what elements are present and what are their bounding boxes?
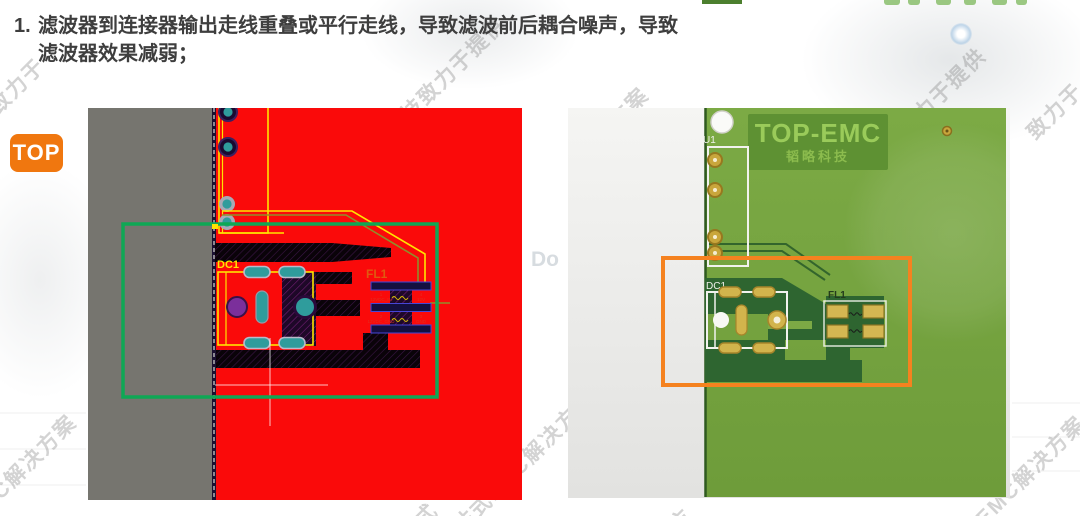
inductor-squiggle — [848, 312, 863, 316]
title-line1: 滤波器到连接器输出走线重叠或平行走线，导致滤波前后耦合噪声，导致 — [38, 15, 678, 37]
clipped-green-text — [884, 0, 900, 5]
connector-pads — [218, 108, 238, 230]
title-line2: 滤波器效果减弱； — [38, 43, 198, 65]
fl1-pads — [826, 304, 885, 339]
thin-traces — [707, 243, 831, 281]
fl1-pin-labels: 1 12VDC_IN 4 12V 2 12VDC_GND 3 GND — [367, 292, 426, 324]
map-pin-dot — [950, 23, 972, 45]
connector-outline — [218, 108, 284, 234]
dc1-label: DC1 — [706, 281, 726, 292]
dc1-pads — [713, 286, 787, 354]
clipped-green-text — [1016, 0, 1027, 5]
map-line — [1012, 402, 1080, 404]
svg-text:1: 1 — [380, 292, 383, 297]
clipped-green-text — [908, 0, 920, 5]
slide-title: 1. 滤波器到连接器输出走线重叠或平行走线，导致滤波前后耦合噪声，导致 滤波器效… — [14, 12, 678, 68]
svg-text:2: 2 — [380, 314, 383, 319]
logo-block: TOP-EMC 韬略科技 — [748, 114, 888, 170]
map-line — [0, 448, 86, 450]
watermark: 致力于 — [1022, 79, 1080, 145]
pcb-layout-image-left: DC1 1 12VDC_IN 4 12V 2 12VDC_GND 3 GND F… — [88, 108, 522, 500]
crosshair — [215, 338, 328, 426]
map-line — [1012, 470, 1080, 472]
dc1-component: DC1 — [706, 281, 788, 354]
clipped-green-element — [702, 0, 742, 4]
highlight-box-green — [121, 222, 439, 399]
logo-subtext: 韬略科技 — [786, 149, 850, 164]
dc1-label: DC1 — [217, 259, 239, 271]
board-sheen — [843, 123, 1010, 343]
dc1-pads — [226, 265, 317, 350]
logo-text: TOP-EMC — [755, 118, 881, 148]
map-line — [0, 484, 86, 486]
clipped-green-text — [992, 0, 1007, 5]
title-text: 滤波器到连接器输出走线重叠或平行走线，导致滤波前后耦合噪声，导致 滤波器效果减弱… — [38, 12, 678, 68]
clipped-green-text — [936, 0, 951, 5]
watermark: 解决方 — [629, 501, 699, 516]
svg-text:12V: 12V — [417, 297, 425, 302]
highlight-box-orange — [661, 256, 912, 387]
docin-watermark-fragment: Do — [531, 248, 559, 271]
svg-text:3: 3 — [420, 314, 423, 319]
watermark: EMC解决方案 — [0, 410, 82, 516]
svg-text:12VDC_GND: 12VDC_GND — [367, 319, 395, 324]
map-line — [1012, 436, 1080, 438]
fl1-component: 1 12VDC_IN 4 12V 2 12VDC_GND 3 GND FL1 — [366, 267, 432, 334]
origin-dot — [212, 224, 218, 229]
inductor-squiggle — [391, 296, 409, 300]
mounting-hole — [710, 110, 734, 134]
u1-label: U1 — [703, 135, 716, 146]
svg-text:12VDC_IN: 12VDC_IN — [370, 297, 392, 302]
black-traces — [215, 243, 420, 368]
top-badge[interactable]: TOP — [10, 134, 63, 172]
dc1-component: DC1 — [217, 259, 317, 350]
svg-text:4: 4 — [420, 292, 423, 297]
outside-board-gray — [88, 108, 216, 500]
clipped-green-text — [964, 0, 976, 5]
map-line — [0, 412, 86, 414]
yellow-trace — [222, 210, 426, 282]
signal-traces — [222, 210, 450, 304]
fl1-label: FL1 — [828, 290, 846, 301]
title-number: 1. — [14, 15, 31, 37]
trace-slot — [768, 321, 812, 329]
olive-trace — [222, 214, 419, 282]
svg-text:GND: GND — [416, 319, 427, 324]
inductor-squiggle — [391, 318, 409, 322]
inductor-squiggle — [848, 329, 863, 333]
pcb-photo-image-right: TOP-EMC 韬略科技 U1 — [568, 108, 1010, 498]
fl1-label: FL1 — [366, 267, 388, 281]
fl1-component: FL1 — [823, 290, 887, 347]
